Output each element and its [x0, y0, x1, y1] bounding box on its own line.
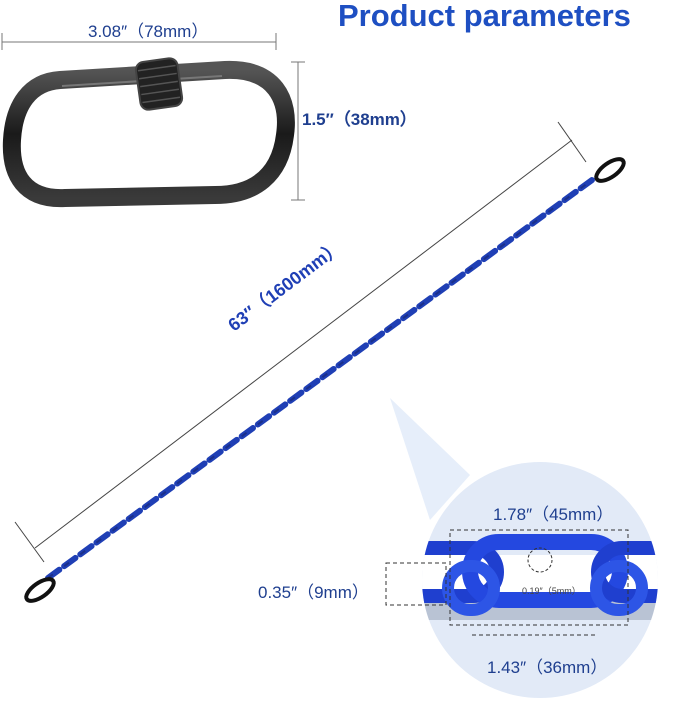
carabiner-inner-label: 1.5″（38mm） [74, 135, 189, 154]
carabiner-height-dimension [291, 61, 305, 201]
chain-image [24, 157, 626, 603]
carabiner-height-label: 1.5″（38mm） [302, 110, 417, 129]
zoom-detail-bubble [385, 398, 658, 698]
detail-width-label: 0.35″（9mm） [258, 583, 369, 602]
detail-inner-length-label: 1.43″（36mm） [487, 658, 608, 677]
detail-wire-label: 0.19″（5mm） [522, 586, 581, 596]
carabiner-image [2, 57, 295, 208]
page-title: Product parameters [338, 0, 631, 33]
detail-outer-length-label: 1.78″（45mm） [493, 505, 614, 524]
carabiner-width-label: 3.08″（78mm） [88, 22, 209, 41]
carabiner-width-dimension [1, 33, 277, 50]
chain-length-dimension [14, 121, 587, 563]
